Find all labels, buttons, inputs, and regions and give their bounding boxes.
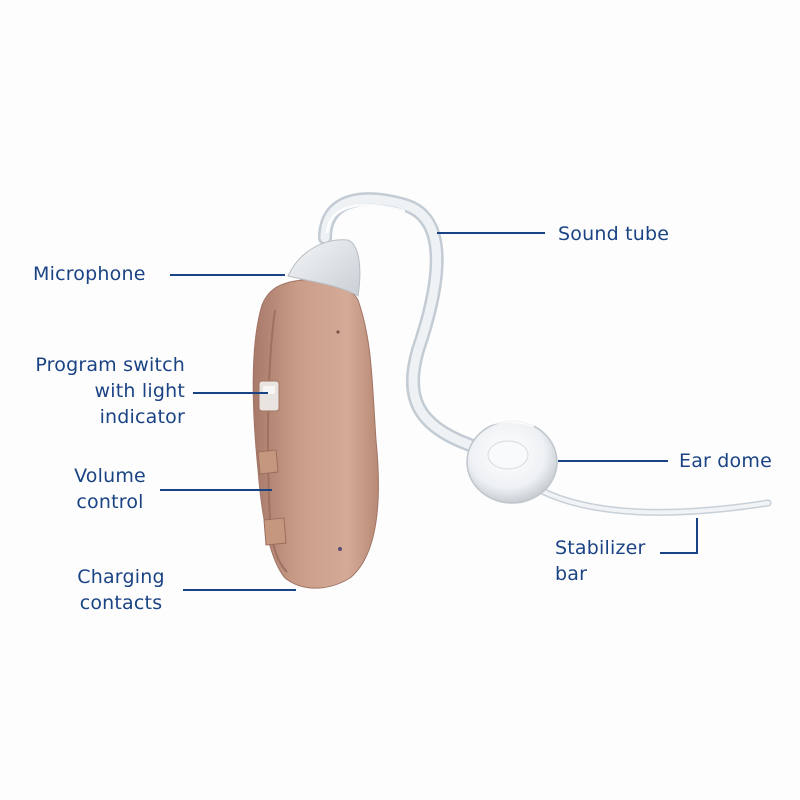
sound-tube-label: Sound tube — [558, 221, 669, 247]
ear-dome-label-text: Ear dome — [679, 450, 772, 472]
microphone-label-text: Microphone — [33, 263, 146, 285]
program-switch-label: Program switch with light indicator — [35, 352, 185, 430]
sound-tube — [318, 192, 477, 452]
microphone-label: Microphone — [33, 261, 146, 287]
ear-dome — [466, 419, 558, 504]
sound-tube-label-text: Sound tube — [558, 223, 670, 245]
volume-control-label-line2: control — [76, 491, 144, 513]
program-switch-label-line2: with light — [94, 380, 185, 402]
hearing-aid-body — [252, 239, 379, 589]
charging-contacts-label: Charging contacts — [62, 564, 180, 616]
leader-lines — [160, 232, 698, 591]
charging-contacts-label-line1: Charging — [77, 566, 165, 588]
stabilizer-bar-label-line2: bar — [555, 563, 588, 585]
stabilizer-bar-label-line1: Stabilizer — [555, 537, 646, 559]
stabilizer-bar — [536, 486, 772, 516]
charging-contacts-label-line2: contacts — [79, 592, 163, 614]
volume-control-label: Volume control — [60, 463, 160, 515]
stabilizer-bar-label: Stabilizer bar — [555, 535, 646, 587]
leader-stabilizer-bar — [660, 518, 698, 554]
ear-dome-label: Ear dome — [679, 448, 772, 474]
volume-control-label-line1: Volume — [74, 465, 146, 487]
program-switch-label-line1: Program switch — [35, 354, 185, 376]
program-switch-label-line3: indicator — [99, 406, 185, 428]
